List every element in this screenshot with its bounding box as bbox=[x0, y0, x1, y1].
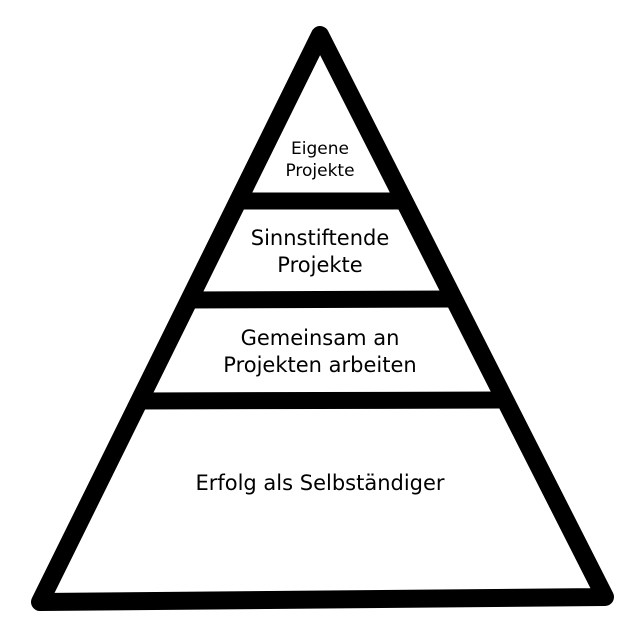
level-3-line-2: Projekten arbeiten bbox=[223, 353, 417, 378]
level-3-label: Gemeinsam an Projekten arbeiten bbox=[0, 325, 640, 380]
level-1-label: Eigene Projekte bbox=[0, 138, 640, 182]
divider-3 bbox=[137, 391, 503, 410]
level-4-label: Erfolg als Selbständiger bbox=[0, 470, 640, 497]
level-2-line-2: Projekte bbox=[277, 253, 363, 278]
pyramid-outline bbox=[31, 26, 614, 611]
level-4-line-1: Erfolg als Selbständiger bbox=[195, 471, 445, 495]
level-1-line-2: Projekte bbox=[285, 161, 355, 182]
divider-2 bbox=[184, 290, 453, 309]
level-3-line-1: Gemeinsam an bbox=[240, 326, 400, 350]
level-2-line-1: Sinnstiftende bbox=[250, 226, 390, 250]
level-2-label: Sinnstiftende Projekte bbox=[0, 225, 640, 280]
level-1-line-1: Eigene bbox=[291, 139, 349, 159]
